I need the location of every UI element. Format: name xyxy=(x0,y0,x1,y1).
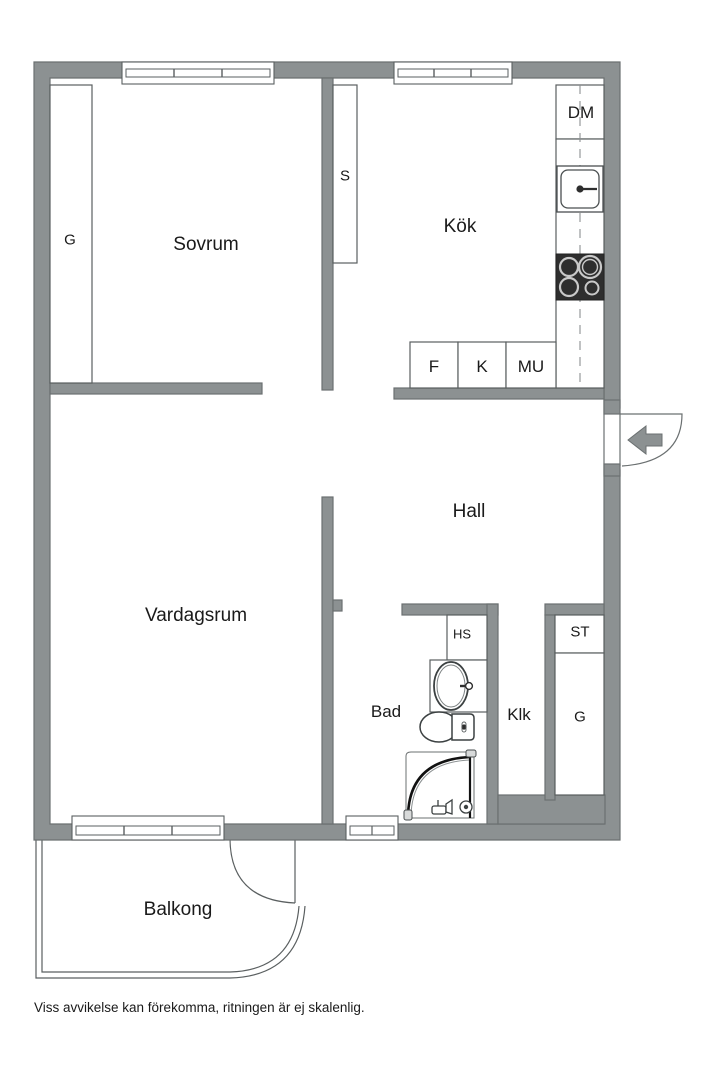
bathroom-washbasin xyxy=(433,661,474,711)
toilet xyxy=(419,711,475,743)
window-sovrum xyxy=(121,61,275,85)
window-bad xyxy=(345,815,399,841)
window-vardagsrum xyxy=(71,815,225,841)
disclaimer-note: Viss avvikelse kan förekomma, ritningen … xyxy=(34,1000,365,1015)
balcony-outline xyxy=(35,837,306,979)
entrance-arrow-left-icon xyxy=(627,424,663,456)
stadskap-box xyxy=(554,614,605,654)
kitchen-sink xyxy=(556,165,604,213)
cooktop-four-burner xyxy=(555,253,605,301)
kyl-box xyxy=(457,341,507,389)
entrance-door xyxy=(619,413,683,467)
walls xyxy=(33,61,621,841)
corner-shower-enclosure xyxy=(403,749,477,821)
balcony-door-swing xyxy=(229,837,296,904)
garderob-sovrum-box xyxy=(49,84,93,384)
handdukstork-box xyxy=(446,614,488,661)
garderob-hall-box xyxy=(554,652,605,796)
window-kok xyxy=(393,61,513,85)
tvattmaskin-box xyxy=(505,341,557,389)
frys-box xyxy=(409,341,459,389)
skap-sovrum-box xyxy=(332,84,358,264)
